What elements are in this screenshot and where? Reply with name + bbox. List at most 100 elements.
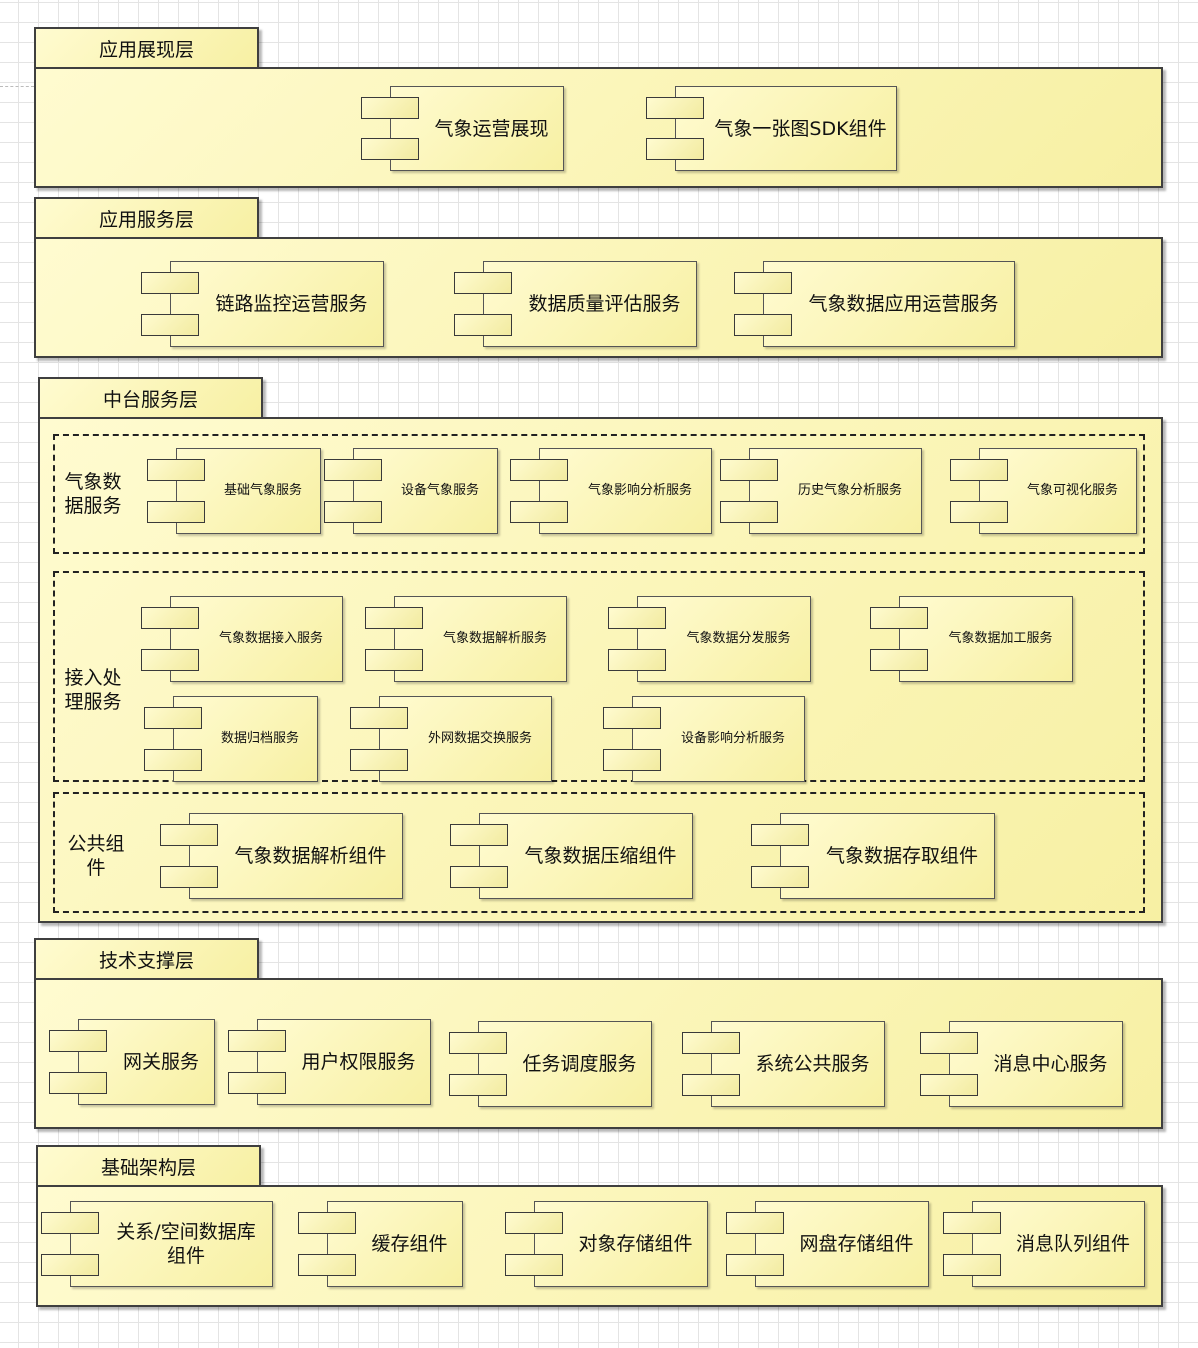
component-label: 系统公共服务 [755,1053,870,1075]
component-port-top-icon [141,607,199,629]
component-label: 气象数据解析服务 [442,631,547,646]
component-label: 消息中心服务 [993,1053,1108,1075]
group-label-ingest: 接入处 理服务 [64,667,122,713]
component-label: 气象数据解析组件 [234,845,387,867]
group-weather-data [53,434,1145,554]
component-box: 气象数据压缩组件 [479,813,693,899]
component-port-bottom-icon [350,749,408,771]
component-port-bottom-icon [450,866,508,888]
component-box: 气象数据解析组件 [189,813,403,899]
component-box: 系统公共服务 [711,1021,885,1107]
component-port-top-icon [950,459,1008,481]
layer-tab-middle: 中台服务层 [38,377,263,419]
component-port-bottom-icon [608,649,666,671]
component-box: 对象存储组件 [534,1201,708,1287]
component-box: 气象数据存取组件 [780,813,995,899]
component-box: 关系/空间数据库 组件 [70,1201,273,1287]
component-port-top-icon [350,707,408,729]
component-port-top-icon [365,607,423,629]
component-port-top-icon [603,707,661,729]
component-port-bottom-icon [160,866,218,888]
component-box: 网盘存储组件 [755,1201,929,1287]
component-label: 气象影响分析服务 [587,483,692,498]
component-port-bottom-icon [751,866,809,888]
component-port-top-icon [160,824,218,846]
component-label: 外网数据交换服务 [427,731,532,746]
component-box: 数据质量评估服务 [483,261,697,347]
component-port-bottom-icon [147,501,205,523]
component-port-top-icon [510,459,568,481]
group-label-weather-data: 气象数 据服务 [64,471,122,517]
component-port-bottom-icon [505,1254,563,1276]
component-box: 气象数据加工服务 [899,596,1073,682]
group-common [53,792,1145,913]
component-port-bottom-icon [365,649,423,671]
component-port-bottom-icon [298,1254,356,1276]
component-port-bottom-icon [49,1072,107,1094]
component-port-top-icon [141,272,199,294]
group-label-common: 公共组 件 [67,833,125,879]
component-box: 气象数据应用运营服务 [763,261,1015,347]
component-port-bottom-icon [646,138,704,160]
component-box: 气象一张图SDK组件 [675,86,897,171]
component-label: 对象存储组件 [578,1233,693,1255]
layer-title: 中台服务层 [102,388,198,411]
component-port-bottom-icon [454,314,512,336]
component-port-top-icon [298,1212,356,1234]
component-port-top-icon [720,459,778,481]
component-port-top-icon [920,1032,978,1054]
component-port-top-icon [734,272,792,294]
group-ingest [53,571,1145,782]
component-box: 消息中心服务 [949,1021,1123,1107]
component-port-top-icon [505,1212,563,1234]
layer-title: 应用展现层 [98,38,194,61]
layer-presentation [34,67,1163,188]
component-port-bottom-icon [449,1074,507,1096]
component-port-top-icon [454,272,512,294]
component-port-top-icon [324,459,382,481]
component-box: 链路监控运营服务 [170,261,384,347]
component-box: 气象数据分发服务 [637,596,811,682]
component-port-top-icon [228,1030,286,1052]
component-label: 气象数据压缩组件 [524,845,677,867]
component-port-bottom-icon [324,501,382,523]
layer-title: 基础架构层 [100,1156,196,1179]
component-port-bottom-icon [141,649,199,671]
layer-tab-app-service: 应用服务层 [34,197,259,239]
component-label: 数据归档服务 [220,731,299,746]
guide-line [0,86,34,87]
component-label: 设备气象服务 [400,483,479,498]
component-label: 网关服务 [122,1051,199,1073]
layer-tab-presentation: 应用展现层 [34,27,259,69]
component-label: 缓存组件 [371,1233,448,1255]
component-label: 气象运营展现 [434,117,549,140]
component-port-top-icon [144,707,202,729]
component-port-bottom-icon [510,501,568,523]
layer-tab-infra: 基础架构层 [36,1145,261,1187]
component-port-bottom-icon [734,314,792,336]
component-port-bottom-icon [361,138,419,160]
layer-tab-tech: 技术支撑层 [34,938,259,980]
component-port-top-icon [449,1032,507,1054]
component-box: 气象运营展现 [390,86,564,171]
component-port-top-icon [943,1212,1001,1234]
component-label: 基础气象服务 [223,483,302,498]
component-port-bottom-icon [870,649,928,671]
component-port-bottom-icon [943,1254,1001,1276]
component-port-top-icon [41,1212,99,1234]
component-port-bottom-icon [228,1072,286,1094]
component-box: 任务调度服务 [478,1021,652,1107]
component-port-bottom-icon [720,501,778,523]
component-port-top-icon [870,607,928,629]
component-label: 气象数据分发服务 [686,631,791,646]
component-port-bottom-icon [41,1254,99,1276]
layer-title: 技术支撑层 [98,949,194,972]
component-port-bottom-icon [141,314,199,336]
component-box: 用户权限服务 [257,1019,431,1105]
component-port-top-icon [49,1030,107,1052]
component-label: 气象可视化服务 [1026,483,1118,498]
component-label: 气象数据加工服务 [948,631,1053,646]
component-label: 链路监控运营服务 [215,293,368,315]
component-port-top-icon [726,1212,784,1234]
component-port-bottom-icon [603,749,661,771]
